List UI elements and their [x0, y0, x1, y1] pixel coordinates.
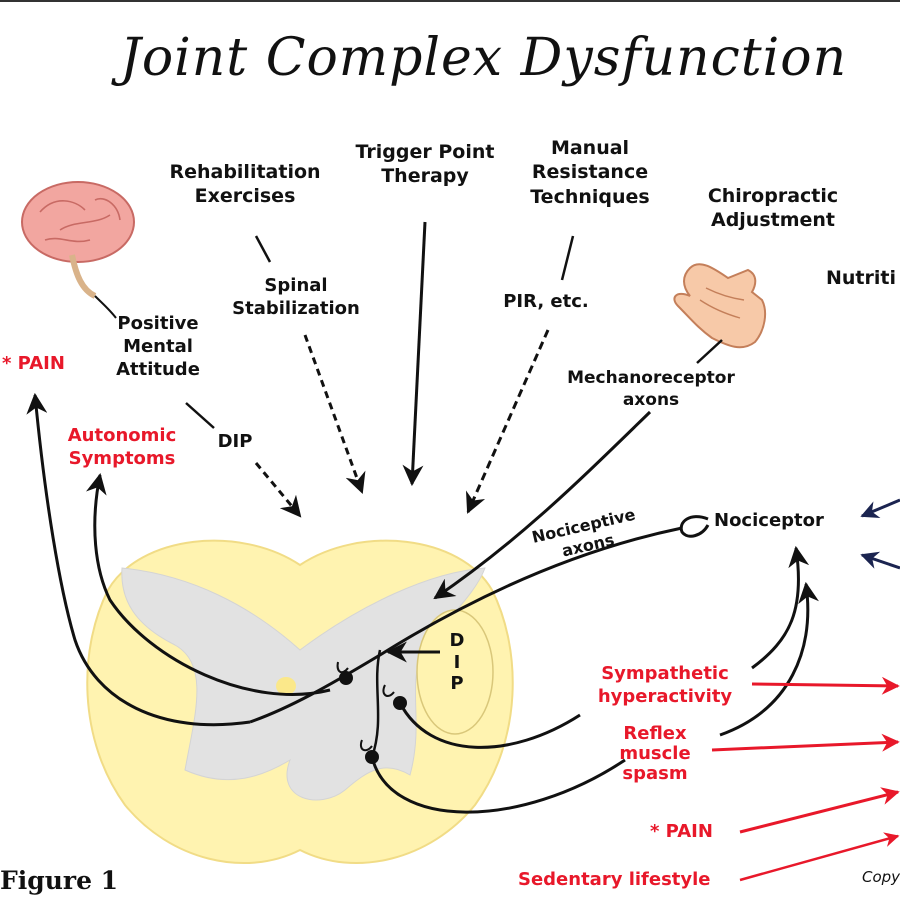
trigger-point-arrow — [402, 221, 427, 487]
label-rehabilitation-exercises: Rehabilitation Exercises — [169, 161, 321, 208]
gray-matter — [121, 567, 486, 801]
label-positive-mental-attitude: Positive Mental Attitude — [116, 313, 200, 381]
spinal-stabilization-arrow — [303, 334, 366, 494]
chiro-connector — [696, 339, 723, 364]
diagram-title: Joint Complex Dysfunction — [120, 28, 848, 88]
label-sympathetic-hyperactivity: Sympathetic hyperactivity — [597, 663, 733, 708]
label-mechanoreceptor-axons: Mechanoreceptor axons — [567, 368, 735, 410]
label-chiropractic-adjustment: Chiropractic Adjustment — [707, 185, 839, 232]
central-canal — [276, 677, 296, 695]
navy-input-arrows — [860, 498, 900, 570]
pir-arrow — [465, 329, 550, 514]
label-manual-resistance-techniques: Manual Resistance Techniques — [530, 137, 650, 208]
label-nociceptor: Nociceptor — [714, 510, 824, 531]
sympathetic-feedback-arrow — [751, 545, 810, 670]
navy-arrow-2 — [860, 551, 900, 570]
red-output-arrows — [711, 676, 900, 882]
spasm-output-arrow — [711, 733, 900, 752]
spasm-feedback-arrow — [719, 581, 819, 737]
therapy-arrows — [185, 221, 723, 600]
synapse-terminal-1 — [336, 661, 349, 674]
label-pir-etc: PIR, etc. — [503, 291, 589, 312]
label-nutrition: Nutriti — [826, 267, 896, 289]
attitude-connector — [185, 402, 215, 429]
interneuron — [370, 649, 382, 758]
copyright-text: Copy — [862, 868, 900, 886]
mechanoreceptor-axon-arrow — [433, 410, 652, 600]
nociceptive-axon — [249, 526, 683, 724]
label-reflex-muscle-spasm: Reflex muscle spasm — [619, 723, 691, 785]
brain-icon — [21, 181, 135, 319]
sympathetic-efferent — [398, 702, 581, 749]
hand-icon — [673, 263, 767, 349]
dip-arrow — [254, 462, 302, 518]
label-spinal-stabilization: Spinal Stabilization — [232, 275, 360, 320]
label-pain-top: * PAIN — [2, 353, 65, 374]
sympathetic-output-arrow — [751, 676, 900, 695]
dorsal-root-ganglion — [416, 609, 494, 735]
pain-ascending-arrow — [26, 392, 251, 727]
label-pain-bottom: * PAIN — [650, 821, 713, 842]
label-autonomic-symptoms: Autonomic Symptoms — [67, 425, 177, 470]
synapse-1 — [339, 671, 353, 685]
figure-label: Figure 1 — [0, 866, 119, 895]
autonomic-ascending-arrow — [86, 472, 331, 696]
synapse-terminal-3 — [360, 739, 373, 752]
label-sedentary-lifestyle: Sedentary lifestyle — [518, 869, 711, 890]
nociceptive-pathway — [26, 392, 819, 814]
pain-output-arrow — [739, 787, 900, 834]
navy-arrow-1 — [860, 498, 900, 519]
label-dip: DIP — [217, 431, 253, 452]
synapse-terminal-2 — [382, 684, 395, 697]
motor-efferent — [370, 756, 626, 814]
rehab-connector — [254, 235, 272, 263]
label-trigger-point-therapy: Trigger Point Therapy — [355, 141, 495, 188]
sedentary-output-arrow — [739, 832, 900, 882]
label-dip-vertical: D I P — [449, 630, 465, 695]
manual-connector — [560, 235, 575, 281]
nociceptor-ending — [679, 515, 710, 538]
